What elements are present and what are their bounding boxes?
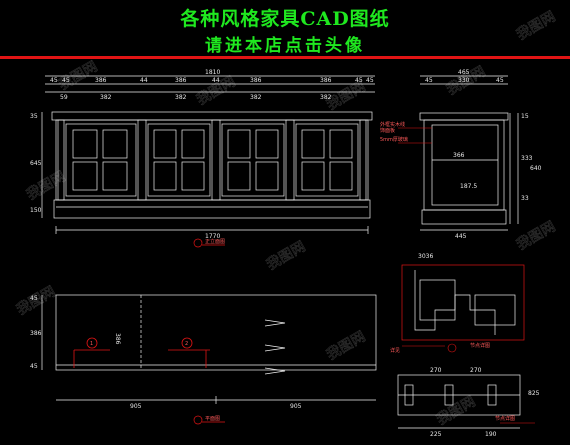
front-view: [41, 75, 375, 234]
front-top-dim: 386: [95, 77, 107, 84]
front-top-dim: 44: [212, 77, 220, 84]
detail-top-dim: 270: [430, 367, 442, 374]
detail-side-dim: 825: [528, 390, 540, 397]
front-sub-dim: 382: [175, 94, 187, 101]
side-top-dim: 330: [458, 77, 470, 84]
banner-rule: [0, 56, 570, 59]
plan-view-label: 平面图: [193, 415, 225, 425]
detail-top-dim: 3036: [418, 253, 433, 260]
side-top-dim: 465: [458, 69, 470, 76]
plan-view-title: 平面图: [205, 416, 220, 422]
watermark: 我图网: [514, 219, 558, 254]
watermark: 我图网: [434, 394, 478, 429]
front-view-title: 正立面图: [205, 238, 225, 245]
watermark: 我图网: [514, 9, 558, 44]
side-top-dim: 45: [496, 77, 504, 84]
plan-left-dim: 45: [30, 295, 38, 302]
front-top-dim: 386: [175, 77, 187, 84]
watermark: 我图网: [324, 329, 368, 364]
front-top-dim: 45: [62, 77, 70, 84]
plan-bottom-dim: 905: [290, 403, 302, 410]
detail-red: [402, 343, 535, 424]
front-left-dim: 35: [30, 113, 38, 120]
front-top-dim: 45: [50, 77, 58, 84]
side-view-notes: 外框实木线 饰面板 5mm厚玻璃: [380, 121, 432, 144]
front-sub-dim: 59: [60, 94, 68, 101]
side-inner-dim: 366: [453, 152, 465, 159]
front-top-dim: 386: [320, 77, 332, 84]
front-sub-dim: 382: [250, 94, 262, 101]
side-right-dim: 33: [521, 195, 529, 202]
banner-subtitle: 请进本店点击头像: [205, 36, 365, 56]
detail-bottom-dim: 225: [430, 431, 442, 438]
detail-top-dim: 270: [470, 367, 482, 374]
side-right-dim: 640: [530, 165, 542, 172]
front-sub-dim: 382: [320, 94, 332, 101]
plan-mid-dim: 386: [114, 333, 121, 345]
side-note: 饰面板: [380, 127, 395, 134]
side-note: 外框实木线: [380, 121, 405, 128]
front-left-dim: 645: [30, 160, 42, 167]
plan-red-marks: [73, 337, 210, 368]
side-view: [419, 75, 519, 231]
plan-callout: 2: [185, 341, 188, 347]
banner-title: 各种风格家具CAD图纸: [180, 8, 390, 30]
side-inner-dim: 187.5: [460, 183, 477, 190]
side-note: 5mm厚玻璃: [380, 136, 408, 143]
plan-note: 详见: [390, 347, 400, 354]
front-top-dim: 44: [140, 77, 148, 84]
watermark: 我图网: [264, 239, 308, 274]
detail-label: 节点详图: [495, 415, 515, 422]
watermark: 我图网: [24, 169, 68, 204]
front-bottom-width: 1770: [205, 233, 220, 240]
front-overall-width: 1810: [205, 69, 220, 76]
plan-left-dim: 386: [30, 330, 42, 337]
front-left-dim: 150: [30, 207, 42, 214]
front-sub-dim: 382: [100, 94, 112, 101]
plan-view: [41, 294, 377, 404]
plan-left-dim: 45: [30, 363, 38, 370]
side-right-dim: 15: [521, 113, 529, 120]
title-banner: 各种风格家具CAD图纸 请进本店点击头像: [0, 0, 570, 60]
side-right-dim: 333: [521, 155, 533, 162]
front-view-label: 正立面图: [193, 238, 225, 248]
front-top-dim: 45: [355, 77, 363, 84]
front-top-dim: 386: [250, 77, 262, 84]
detail-bottom-dim: 190: [485, 431, 497, 438]
detail-view: [397, 264, 525, 429]
detail-label: 节点详图: [470, 342, 490, 349]
side-top-dim: 45: [425, 77, 433, 84]
plan-callout: 1: [90, 341, 93, 347]
watermarks: 我图网 我图网 我图网 我图网 我图网 我图网 我图网 我图网 我图网 我图网 …: [14, 8, 559, 429]
front-top-dim: 45: [366, 77, 374, 84]
side-bottom-width: 445: [455, 233, 467, 240]
plan-bottom-dim: 905: [130, 403, 142, 410]
